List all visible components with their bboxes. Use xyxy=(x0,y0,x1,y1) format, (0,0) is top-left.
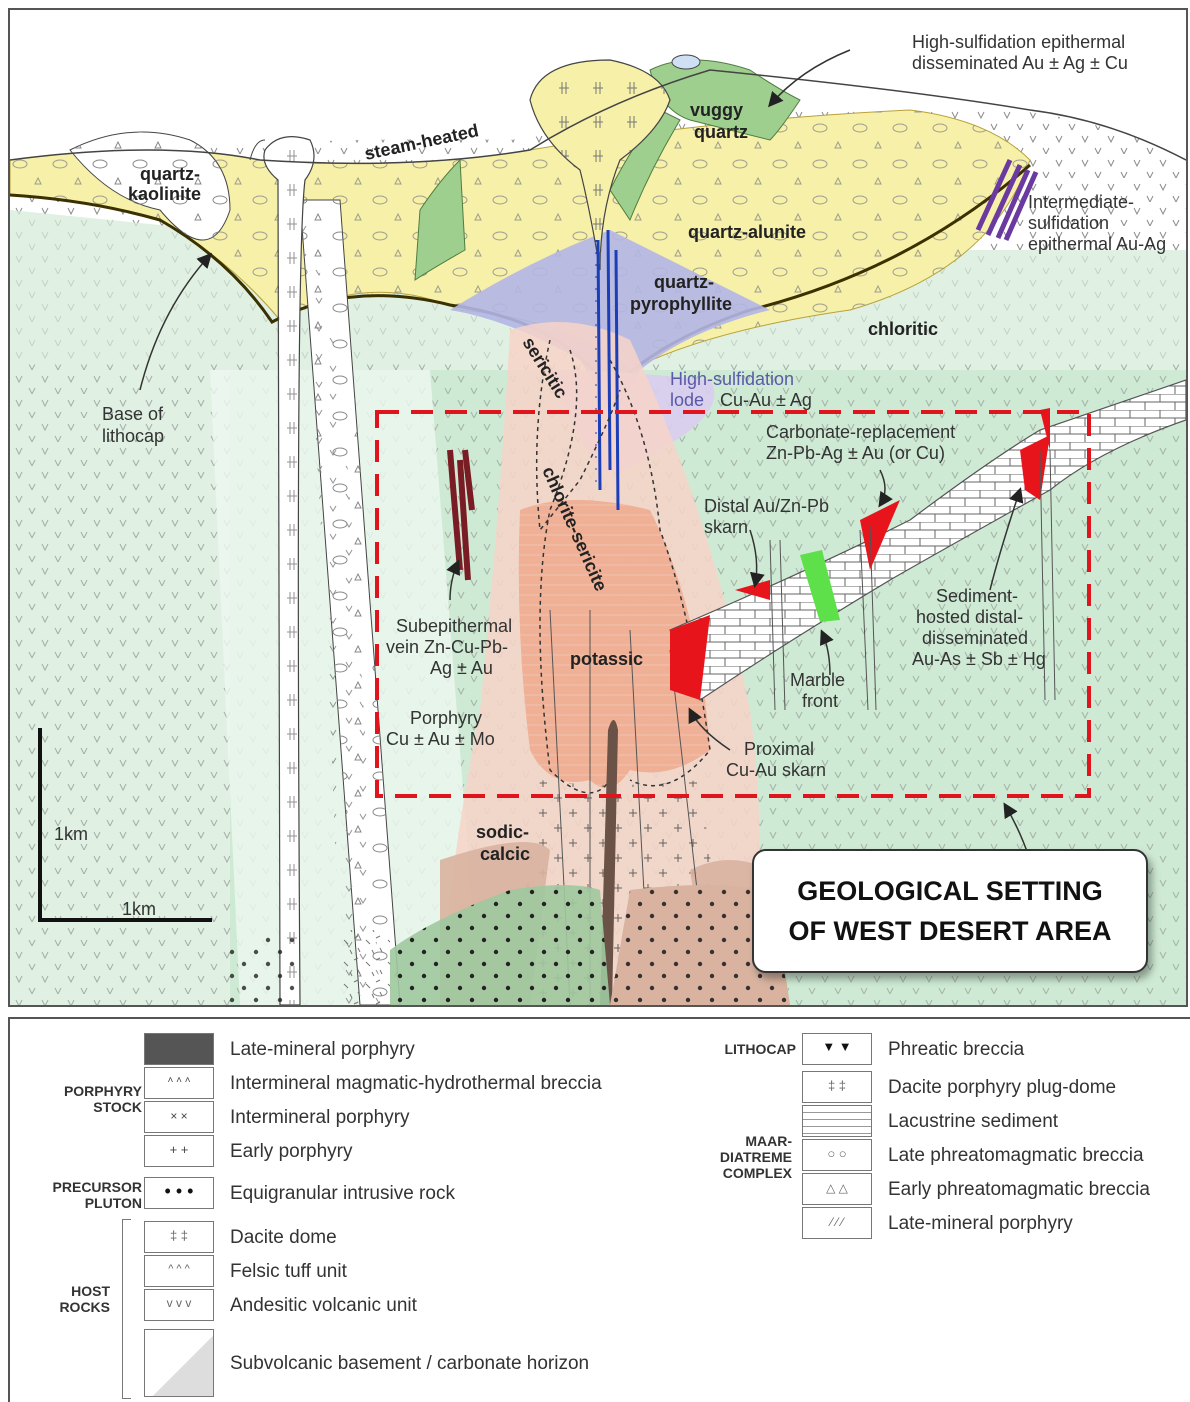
legend-subvolcanic-basement: Subvolcanic basement / carbonate horizon xyxy=(230,1353,589,1375)
label-base-of-lithocap: Base of xyxy=(102,404,164,424)
legend-group-lithocap: LITHOCAP xyxy=(700,1041,796,1057)
label-hs-lode-2a: lode xyxy=(670,390,704,410)
label-sodic-calcic: sodic- xyxy=(476,822,529,842)
label-quartz-kaolinite-2: kaolinite xyxy=(128,184,201,204)
label-subepithermal: Subepithermal xyxy=(396,616,512,636)
label-hs-epithermal: High-sulfidation epithermal xyxy=(912,32,1125,52)
label-marble: Marble xyxy=(790,670,845,690)
label-distal-skarn: Distal Au/Zn-Pb xyxy=(704,496,829,516)
legend-late-mineral-porphyry: Late-mineral porphyry xyxy=(230,1039,415,1061)
swatch-felsic-tuff: ^ ^ ^ xyxy=(144,1255,214,1287)
callout-line-2: OF WEST DESERT AREA xyxy=(788,911,1111,951)
legend-dacite-plug-dome: Dacite porphyry plug-dome xyxy=(888,1077,1116,1099)
label-hs-lode-2b: Cu-Au ± Ag xyxy=(720,390,812,410)
legend-panel: PORPHYRY STOCK PRECURSOR PLUTON HOST ROC… xyxy=(8,1017,1190,1402)
geological-setting-callout: GEOLOGICAL SETTING OF WEST DESERT AREA xyxy=(752,849,1148,973)
legend-early-porphyry: Early porphyry xyxy=(230,1141,353,1163)
label-sediment-hosted-3: disseminated xyxy=(922,628,1028,648)
label-proximal-skarn: Proximal xyxy=(744,739,814,759)
label-vuggy: vuggy xyxy=(690,100,743,120)
label-quartz-kaolinite: quartz- xyxy=(140,164,200,184)
label-sodic-calcic-2: calcic xyxy=(480,844,530,864)
label-hs-lode: High-sulfidation xyxy=(670,369,794,389)
swatch-intermineral-porphyry: × × xyxy=(144,1101,214,1133)
label-porphyry-2: Cu ± Au ± Mo xyxy=(386,729,495,749)
label-potassic: potassic xyxy=(570,649,643,669)
label-sediment-hosted: Sediment- xyxy=(936,586,1018,606)
swatch-lacustrine-sediment xyxy=(802,1105,872,1137)
legend-group-host-rocks: HOST ROCKS xyxy=(40,1283,110,1315)
label-base-of-lithocap-2: lithocap xyxy=(102,426,164,446)
swatch-dacite-plug-dome: ‡ ‡ xyxy=(802,1071,872,1103)
swatch-intermineral-breccia: ˄ ˄ ˄ xyxy=(144,1067,214,1099)
label-porphyry: Porphyry xyxy=(410,708,482,728)
legend-phreatic-breccia: Phreatic breccia xyxy=(888,1039,1024,1061)
swatch-dacite-dome: ‡ ‡ xyxy=(144,1221,214,1253)
label-sediment-hosted-4: Au-As ± Sb ± Hg xyxy=(912,649,1046,669)
legend-early-phreatomagmatic: Early phreatomagmatic breccia xyxy=(888,1179,1150,1201)
label-carbonate-replacement: Carbonate-replacement xyxy=(766,422,955,442)
swatch-late-phreatomagmatic: ○ ○ xyxy=(802,1139,872,1171)
legend-equigranular: Equigranular intrusive rock xyxy=(230,1183,455,1205)
scale-label-horizontal: 1km xyxy=(122,899,156,919)
label-subepithermal-2: vein Zn-Cu-Pb- xyxy=(386,637,508,657)
label-vuggy-2: quartz xyxy=(694,122,748,142)
label-is-epithermal: Intermediate- xyxy=(1028,192,1134,212)
legend-andesitic: Andesitic volcanic unit xyxy=(230,1295,417,1317)
swatch-late-mineral-porphyry xyxy=(144,1033,214,1065)
swatch-subvolcanic-basement xyxy=(144,1329,214,1397)
host-rocks-bracket xyxy=(122,1219,131,1399)
legend-intermineral-porphyry: Intermineral porphyry xyxy=(230,1107,410,1129)
label-carbonate-replacement-2: Zn-Pb-Ag ± Au (or Cu) xyxy=(766,443,945,463)
legend-lacustrine-sediment: Lacustrine sediment xyxy=(888,1111,1058,1133)
label-sediment-hosted-2: hosted distal- xyxy=(916,607,1023,627)
label-hs-epithermal-2: disseminated Au ± Ag ± Cu xyxy=(912,53,1128,73)
swatch-early-phreatomagmatic: △ △ xyxy=(802,1173,872,1205)
label-distal-skarn-2: skarn xyxy=(704,517,748,537)
legend-intermineral-breccia: Intermineral magmatic-hydrothermal brecc… xyxy=(230,1073,602,1095)
legend-group-precursor-pluton: PRECURSOR PLUTON xyxy=(16,1179,142,1211)
swatch-early-porphyry: + + xyxy=(144,1135,214,1167)
label-is-epithermal-2: sulfidation xyxy=(1028,213,1109,233)
swatch-equigranular: • • • xyxy=(144,1177,214,1209)
label-is-epithermal-3: epithermal Au-Ag xyxy=(1028,234,1166,254)
swatch-late-mineral-porphyry-maar: ⁄ ⁄ ⁄ xyxy=(802,1207,872,1239)
label-proximal-skarn-2: Cu-Au skarn xyxy=(726,760,826,780)
scale-label-vertical: 1km xyxy=(54,824,88,844)
label-quartz-alunite: quartz-alunite xyxy=(688,222,806,242)
swatch-andesitic: v v v xyxy=(144,1289,214,1321)
swatch-phreatic-breccia: ▼ ▼ xyxy=(802,1033,872,1065)
label-quartz-pyrophyllite: quartz- xyxy=(654,272,714,292)
legend-group-maar-diatreme: MAAR- DIATREME COMPLEX xyxy=(700,1133,792,1181)
label-quartz-pyrophyllite-2: pyrophyllite xyxy=(630,294,732,314)
legend-late-mineral-porphyry-maar: Late-mineral porphyry xyxy=(888,1213,1073,1235)
legend-felsic-tuff: Felsic tuff unit xyxy=(230,1261,347,1283)
legend-group-porphyry-stock: PORPHYRY STOCK xyxy=(30,1083,142,1115)
label-marble-2: front xyxy=(802,691,838,711)
callout-line-1: GEOLOGICAL SETTING xyxy=(788,871,1111,911)
label-chloritic: chloritic xyxy=(868,319,938,339)
label-subepithermal-3: Ag ± Au xyxy=(430,658,493,678)
legend-dacite-dome: Dacite dome xyxy=(230,1227,337,1249)
legend-late-phreatomagmatic: Late phreatomagmatic breccia xyxy=(888,1145,1144,1167)
